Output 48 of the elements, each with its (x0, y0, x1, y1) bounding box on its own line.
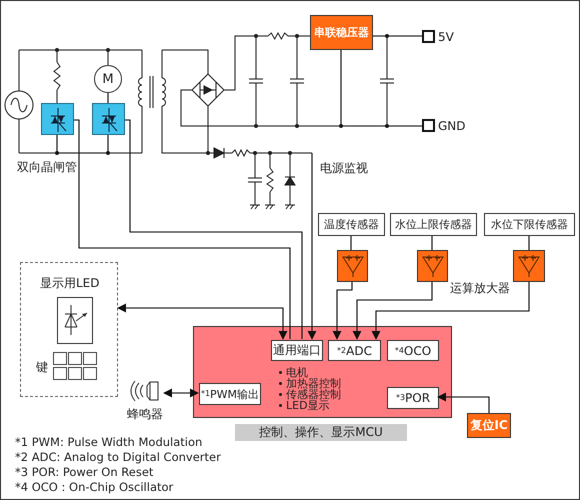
function-list-item: 电机 (286, 367, 308, 378)
connector-line (373, 35, 422, 37)
arrow (372, 282, 530, 340)
connector-line (431, 236, 433, 250)
key-label: 键 (36, 360, 48, 374)
sensor-box: 温度传感器 (318, 213, 385, 236)
function-list-item: 传感器控制 (286, 389, 341, 400)
arrow (352, 282, 433, 340)
regulator-box: 串联稳压器 (310, 15, 373, 50)
oscillator-block: $^{*4}$OCO (387, 340, 439, 361)
connector-line (125, 119, 303, 339)
connector-line (74, 119, 291, 339)
terminal-label: 5V (438, 30, 454, 44)
reset-ic-box: 复位IC (467, 413, 511, 438)
triac-box (41, 103, 74, 135)
sensor-box: 水位下限传感器 (484, 213, 575, 236)
connector-line (340, 50, 422, 127)
arrow (117, 304, 288, 340)
part-label: 电源监视 (320, 161, 368, 175)
mcu-title-bar: 控制、操作、显示MCU (235, 424, 407, 441)
footnote: *4 OCO : On-Chip Oscillator (15, 480, 174, 494)
adc-block: $^{*2}$ADC (328, 340, 381, 361)
arrow (308, 153, 316, 340)
footnote: *3 POR: Power On Reset (15, 465, 154, 479)
function-list-item: LED显示 (286, 400, 330, 411)
part-label: 双向晶闸管 (17, 160, 77, 174)
function-list-item: 加热器控制 (286, 378, 341, 389)
sensor-box: 水位上限传感器 (390, 213, 477, 236)
connector-line (107, 93, 109, 103)
arrow (163, 388, 199, 398)
footnote: *1 PWM: Pulse Width Modulation (15, 435, 202, 449)
motor-symbol: M (94, 65, 122, 93)
port-block: 通用端口 (271, 340, 323, 361)
arrow (437, 392, 490, 413)
terminal-label: GND (438, 119, 466, 133)
connector-line (528, 236, 530, 250)
buzzer-label: 蜂鸣器 (127, 407, 163, 421)
part-label: 运算放大器 (450, 281, 510, 295)
pwm-output-block: $^{*1}$PWM输出 (199, 383, 261, 405)
connector-line (350, 236, 352, 250)
display-panel (20, 262, 118, 397)
reset-block: $^{*3}$POR (387, 387, 439, 409)
arrow (332, 282, 353, 340)
connector-line (56, 135, 109, 154)
panel-heading: 显示用LED (40, 276, 100, 290)
mcu-block (193, 326, 452, 418)
footnote: *2 ADC: Analog to Digital Converter (15, 450, 221, 464)
triac-box (92, 103, 125, 135)
